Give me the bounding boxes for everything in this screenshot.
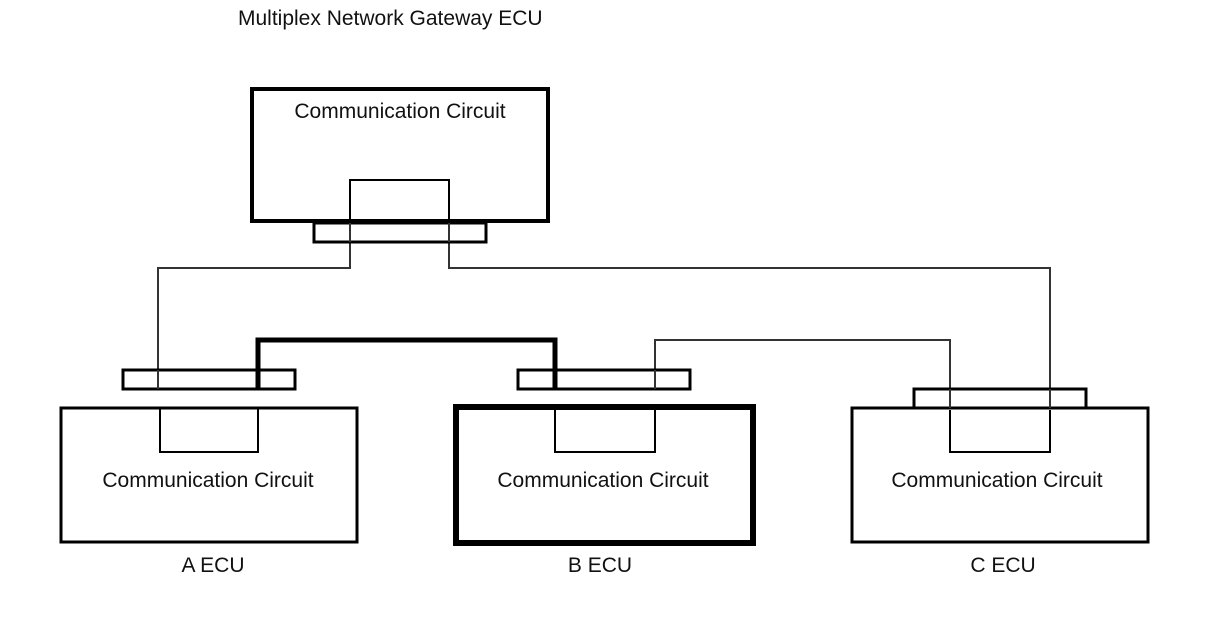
a-ecu-box	[59, 406, 359, 544]
b-ecu-name: B ECU	[568, 554, 632, 577]
gateway-inner-loop	[349, 179, 450, 230]
b-ecu-connector	[516, 368, 692, 391]
wire-a-to-b	[255, 337, 558, 372]
b-ecu-inner-loop	[554, 410, 656, 453]
gateway-box	[250, 87, 550, 223]
a-ecu-connector	[121, 368, 297, 391]
gateway-ecu: Communication Circuit	[250, 87, 550, 244]
a-ecu-name: A ECU	[181, 554, 244, 577]
b-ecu: Communication Circuit B ECU	[453, 368, 756, 577]
a-ecu: Communication Circuit A ECU	[59, 368, 359, 577]
b-ecu-circuit-label: Communication Circuit	[497, 469, 708, 492]
c-ecu-connector	[912, 387, 1088, 410]
c-ecu: Communication Circuit C ECU	[850, 387, 1150, 577]
b-ecu-box	[453, 404, 756, 546]
c-ecu-circuit-label: Communication Circuit	[891, 469, 1102, 492]
c-ecu-name: C ECU	[970, 554, 1035, 577]
diagram-title: Multiplex Network Gateway ECU	[238, 7, 543, 30]
gateway-connector	[312, 221, 488, 244]
c-ecu-inner-loop	[949, 410, 1051, 453]
gateway-circuit-label: Communication Circuit	[294, 100, 505, 123]
a-ecu-circuit-label: Communication Circuit	[102, 469, 313, 492]
a-ecu-inner-loop	[159, 408, 259, 453]
